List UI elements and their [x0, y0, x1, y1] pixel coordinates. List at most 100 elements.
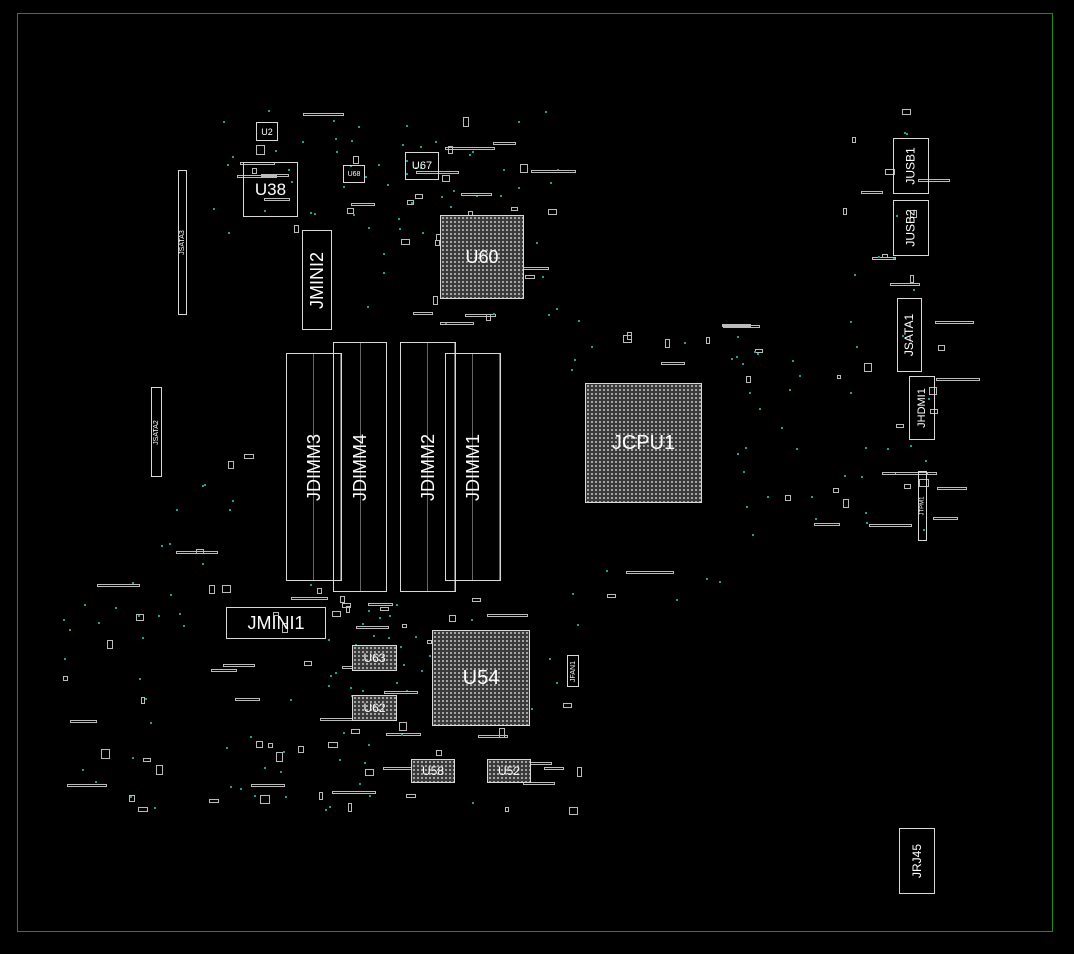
via: [453, 190, 456, 193]
via: [339, 759, 342, 762]
component-u54[interactable]: U54: [432, 630, 530, 726]
smd-pad: [297, 746, 304, 754]
via: [766, 495, 769, 498]
component-u58[interactable]: U58: [411, 759, 455, 783]
smd-pad: [492, 142, 517, 146]
smd-pad: [398, 722, 408, 731]
component-jcpu1[interactable]: JCPU1: [585, 383, 702, 503]
smd-pad: [548, 208, 557, 216]
smd-pad: [328, 742, 339, 748]
component-u63[interactable]: U63: [352, 645, 397, 671]
smd-pad: [243, 454, 254, 460]
component-u60[interactable]: U60: [440, 215, 524, 299]
component-label: JDIMM2: [417, 433, 438, 501]
smd-pad: [909, 209, 917, 219]
component-jtpm1[interactable]: JTPM1: [918, 471, 927, 541]
component-jdimm3[interactable]: JDIMM3: [286, 353, 342, 581]
via: [555, 681, 558, 684]
via: [590, 345, 593, 348]
smd-pad: [107, 639, 114, 650]
component-jsata1[interactable]: JSATA1: [897, 298, 922, 372]
component-jsata2[interactable]: JSATA2: [151, 387, 162, 477]
smd-pad: [413, 311, 434, 315]
smd-pad: [356, 625, 389, 629]
via: [577, 623, 580, 626]
smd-pad: [448, 615, 456, 622]
component-jmini2[interactable]: JMINI2: [302, 230, 332, 330]
component-label: U60: [465, 246, 499, 267]
component-jusb1[interactable]: JUSB1: [893, 138, 929, 194]
via: [158, 615, 161, 618]
via: [856, 346, 859, 349]
component-u67[interactable]: U67: [405, 152, 439, 180]
via: [518, 120, 521, 123]
smd-pad: [140, 697, 145, 704]
component-jmini1[interactable]: JMINI1: [226, 607, 326, 639]
via: [115, 607, 118, 610]
via: [291, 181, 294, 184]
via: [82, 768, 85, 771]
smd-pad: [746, 375, 751, 383]
via: [542, 275, 545, 278]
smd-pad: [568, 807, 579, 816]
via: [759, 407, 762, 410]
component-u62[interactable]: U62: [352, 695, 397, 721]
component-label: U54: [462, 666, 500, 689]
component-label: JMINI2: [306, 251, 327, 309]
via: [748, 391, 751, 394]
smd-pad: [365, 769, 375, 777]
smd-pad: [903, 484, 912, 489]
via: [383, 271, 386, 274]
via: [405, 689, 408, 692]
component-label: U67: [411, 160, 433, 172]
via: [547, 313, 550, 316]
board-outline: [17, 13, 1053, 932]
via: [441, 195, 444, 198]
smd-pad: [352, 155, 360, 164]
smd-pad: [332, 611, 341, 617]
via: [535, 242, 538, 245]
smd-pad: [851, 136, 857, 144]
component-label: JCPU1: [611, 431, 676, 454]
smd-pad: [302, 113, 344, 117]
via: [780, 427, 783, 430]
smd-pad: [345, 605, 351, 614]
via: [275, 149, 278, 152]
component-label: U2: [261, 126, 273, 137]
via: [64, 658, 67, 661]
component-jfan1[interactable]: JFAN1: [567, 655, 579, 687]
component-label: JSATA3: [179, 230, 187, 255]
component-u68[interactable]: U68: [343, 165, 365, 183]
component-jhdmi1[interactable]: JHDMI1: [909, 376, 935, 440]
via: [335, 137, 338, 140]
component-label: U58: [421, 764, 444, 778]
component-jusb2[interactable]: JUSB2: [893, 200, 929, 256]
via: [405, 160, 408, 163]
smd-pad: [929, 408, 938, 414]
via: [267, 110, 270, 113]
via: [336, 150, 339, 153]
component-u2[interactable]: U2: [256, 122, 278, 141]
via: [927, 398, 930, 401]
via: [387, 636, 390, 639]
via: [795, 447, 798, 450]
via: [69, 628, 72, 631]
smd-pad: [932, 516, 959, 520]
component-jrj45[interactable]: JRJ45: [899, 828, 935, 894]
smd-pad: [62, 675, 69, 681]
component-jsata3[interactable]: JSATA3: [178, 170, 187, 315]
smd-pad: [498, 728, 505, 738]
via: [810, 496, 813, 499]
component-u38[interactable]: U38: [243, 162, 298, 217]
via: [231, 500, 234, 503]
component-u52[interactable]: U52: [487, 759, 531, 783]
component-jdimm4[interactable]: JDIMM4: [333, 342, 387, 592]
via: [396, 681, 399, 684]
via: [756, 352, 759, 355]
smd-pad: [486, 313, 491, 321]
via: [861, 475, 864, 478]
component-jdimm1[interactable]: JDIMM1: [445, 353, 501, 581]
via: [550, 182, 553, 185]
via: [253, 794, 256, 797]
smd-pad: [814, 522, 841, 526]
